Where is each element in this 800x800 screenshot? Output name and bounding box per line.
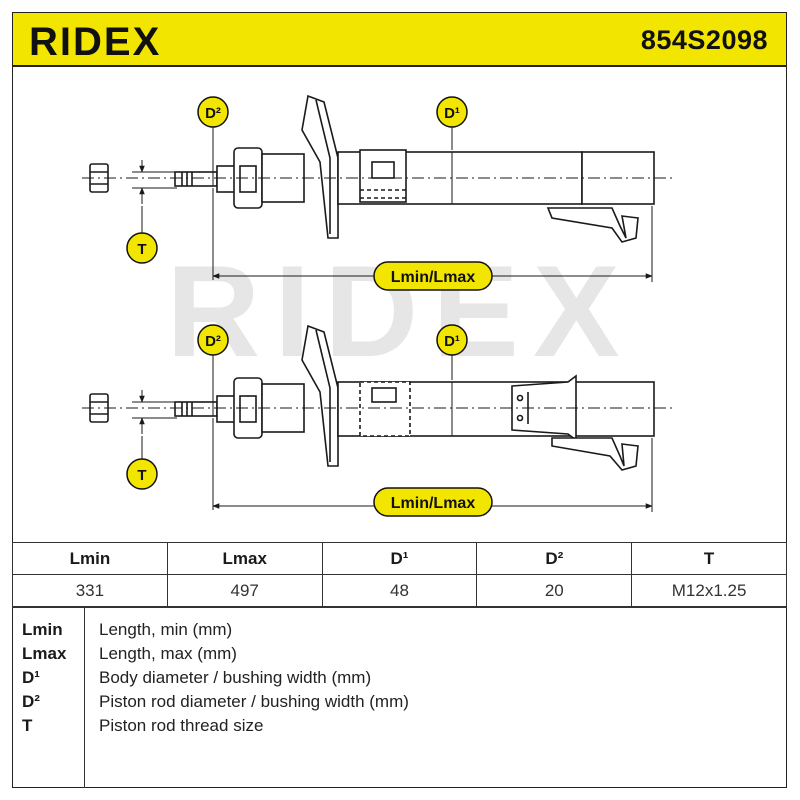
- svg-text:Lmin/Lmax: Lmin/Lmax: [391, 495, 476, 512]
- spec-header-lmin: Lmin: [12, 542, 168, 575]
- legend-desc: Length, min (mm): [99, 620, 233, 639]
- ridex-logo: RIDEX: [29, 20, 161, 63]
- spec-header-lmax: Lmax: [166, 542, 323, 575]
- label-d1-upper: D¹: [436, 96, 468, 128]
- label-d1-lower: D¹: [436, 324, 468, 356]
- legend-desc: Body diameter / bushing width (mm): [99, 668, 372, 687]
- svg-text:T: T: [137, 241, 146, 258]
- content-frame: [12, 66, 787, 788]
- svg-text:D²: D²: [205, 105, 221, 122]
- upper-spring-seat: [301, 94, 339, 239]
- spec-table: Lmin Lmax D¹ D² T 331 497 48 20 M12x1.25: [12, 542, 787, 607]
- spec-value-lmax: 497: [166, 574, 323, 607]
- lower-bracket: [551, 437, 639, 471]
- upper-strut: [89, 94, 655, 243]
- shock-absorber-drawing: RIDEX: [82, 94, 672, 517]
- lower-spring-seat: [301, 324, 339, 467]
- spec-header-d1: D¹: [321, 542, 478, 575]
- svg-text:T: T: [137, 467, 146, 484]
- legend-key: D²: [22, 692, 40, 711]
- upper-dimensions: [132, 124, 653, 282]
- svg-text:D²: D²: [205, 333, 221, 350]
- part-number: 854S2098: [640, 25, 768, 55]
- svg-text:RIDEX: RIDEX: [29, 20, 161, 63]
- header-bar: RIDEX 854S2098: [12, 12, 787, 66]
- spec-table-header-row: Lmin Lmax D¹ D² T: [12, 542, 787, 575]
- svg-text:D¹: D¹: [444, 333, 460, 350]
- legend-desc: Piston rod thread size: [99, 716, 264, 735]
- legend-key: T: [22, 716, 33, 735]
- legend-divider: [84, 608, 85, 788]
- spec-header-d2: D²: [476, 542, 633, 575]
- label-t-lower: T: [126, 458, 158, 490]
- spec-value-d2: 20: [476, 574, 633, 607]
- legend-key: D¹: [22, 668, 40, 687]
- spec-header-t: T: [631, 542, 787, 575]
- label-t-upper: T: [126, 232, 158, 264]
- label-d2-upper: D²: [197, 96, 229, 128]
- spec-value-t: M12x1.25: [631, 574, 787, 607]
- spec-value-d1: 48: [321, 574, 478, 607]
- lower-strut: [89, 324, 655, 471]
- upper-bracket: [546, 207, 639, 243]
- spec-table-value-row: 331 497 48 20 M12x1.25: [12, 574, 787, 607]
- spec-value-lmin: 331: [12, 574, 168, 607]
- label-length-upper: Lmin/Lmax: [373, 261, 493, 291]
- legend: Lmin Length, min (mm) Lmax Length, max (…: [12, 607, 787, 788]
- svg-text:Lmin/Lmax: Lmin/Lmax: [391, 269, 476, 286]
- label-length-lower: Lmin/Lmax: [373, 487, 493, 517]
- legend-desc: Length, max (mm): [99, 644, 237, 663]
- svg-text:D¹: D¹: [444, 105, 460, 122]
- legend-key: Lmin: [22, 620, 63, 639]
- label-d2-lower: D²: [197, 324, 229, 356]
- legend-desc: Piston rod diameter / bushing width (mm): [99, 692, 409, 711]
- legend-key: Lmax: [22, 644, 67, 663]
- watermark-logo: RIDEX: [166, 238, 633, 384]
